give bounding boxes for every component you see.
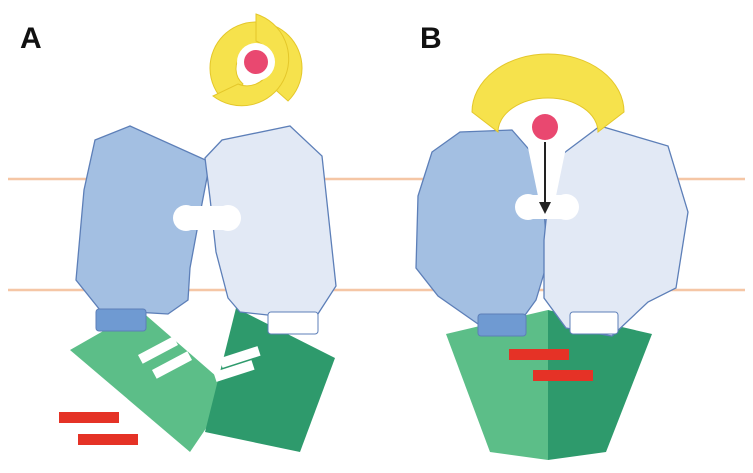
binding-cavity-a-center [186,206,228,230]
nbd-left-a [70,310,232,452]
nbd-slot-a-4 [213,360,255,382]
nbd-left-b [446,310,548,460]
panel-a [59,13,337,452]
neck-left-b [477,313,527,337]
red-bar-b-2 [533,370,593,381]
neck-right-b [569,311,619,335]
nbd-slot-a-3 [219,346,261,368]
red-bar-a-2 [78,434,138,445]
ligand-core-b [532,114,558,140]
panel-label-b: B [420,22,442,55]
nbd-slot-a-2 [151,351,193,379]
channel-b [526,138,568,196]
panel-label-a: A [20,22,42,55]
ligand-ring-b [471,53,625,134]
ligand-core-a [244,50,268,74]
red-bar-b-1 [509,349,569,360]
neck-left-a [95,308,147,332]
translocation-arrow-head [539,202,551,214]
tm-subunit-left-b [415,129,549,325]
neck-right-a [267,311,319,335]
nbd-slot-a-1 [137,336,179,364]
panel-b [415,53,689,460]
nbd-right-b [548,310,652,460]
red-bar-a-1 [59,412,119,423]
nbd-right-a [205,308,335,452]
tm-subunit-right-b [543,125,689,337]
tm-subunit-left-a [75,125,211,315]
